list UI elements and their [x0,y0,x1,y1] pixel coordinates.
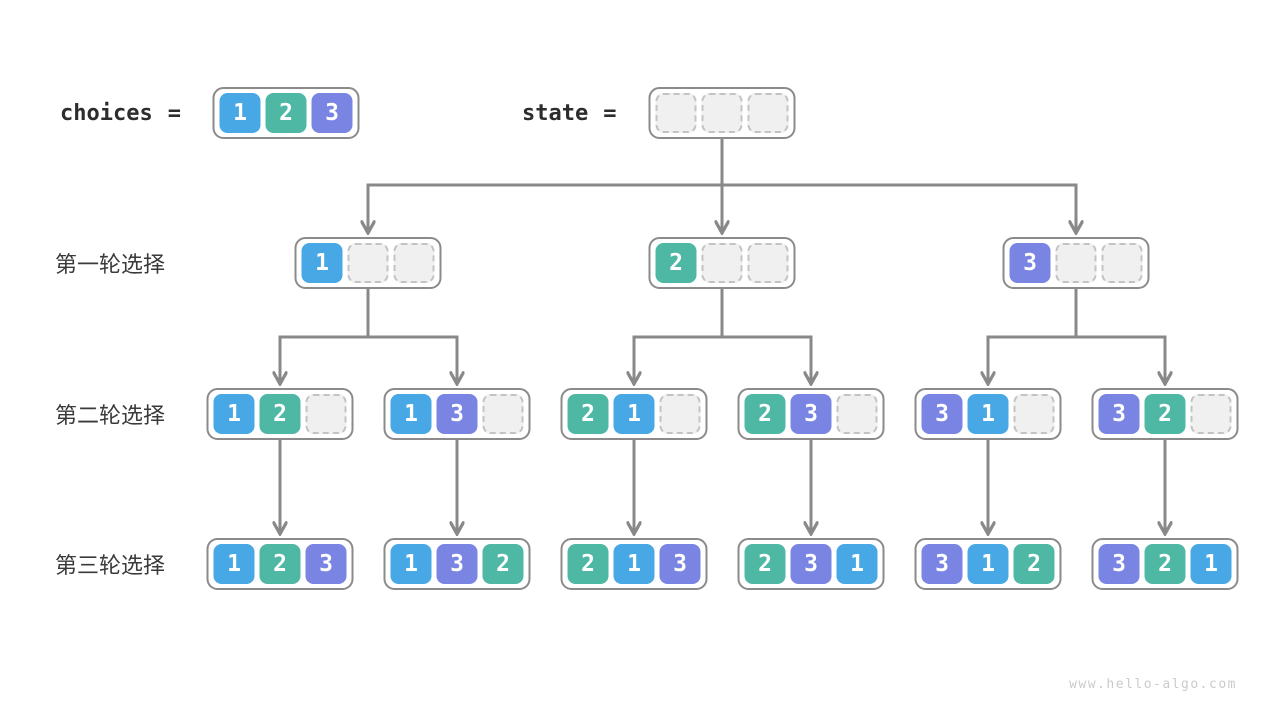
state-label-group: state = [522,87,616,139]
equals-sign: = [167,100,181,126]
empty-slot [747,93,789,133]
value-cell-3: 3 [1098,394,1140,434]
value-cell-2: 2 [567,544,609,584]
value-cell-1: 1 [613,394,655,434]
value-cell-1: 1 [967,394,1009,434]
value-cell-3: 3 [311,93,353,133]
state-array-box [648,87,796,139]
value-cell-1: 1 [390,394,432,434]
empty-slot [1055,243,1097,283]
value-cell-3: 3 [305,544,347,584]
value-cell-1: 1 [1190,544,1232,584]
value-cell-3: 3 [1009,243,1051,283]
value-cell-2: 2 [567,394,609,434]
watermark: www.hello-algo.com [1069,677,1237,692]
value-cell-1: 1 [613,544,655,584]
value-cell-2: 2 [265,93,307,133]
empty-slot [747,243,789,283]
value-cell-2: 2 [1144,544,1186,584]
value-cell-1: 1 [213,394,255,434]
value-cell-2: 2 [1013,544,1055,584]
row-label-round-3: 第三轮选择 [55,554,166,579]
choices-keyword: choices [60,100,153,126]
value-cell-1: 1 [219,93,261,133]
value-cell-2: 2 [744,394,786,434]
value-cell-1: 1 [390,544,432,584]
value-cell-3: 3 [1098,544,1140,584]
empty-slot [1013,394,1055,434]
value-cell-3: 3 [921,544,963,584]
equals-sign: = [603,100,617,126]
empty-slot [836,394,878,434]
empty-slot [393,243,435,283]
value-cell-2: 2 [744,544,786,584]
choices-label-group: choices = [60,87,181,139]
row-label-round-2: 第二轮选择 [55,404,166,429]
value-cell-3: 3 [659,544,701,584]
value-cell-2: 2 [259,394,301,434]
empty-slot [655,93,697,133]
empty-slot [305,394,347,434]
value-cell-1: 1 [836,544,878,584]
value-cell-2: 2 [482,544,524,584]
value-cell-2: 2 [655,243,697,283]
value-cell-3: 3 [921,394,963,434]
value-cell-3: 3 [436,394,478,434]
empty-slot [1190,394,1232,434]
value-cell-3: 3 [790,544,832,584]
value-cell-3: 3 [790,394,832,434]
value-cell-1: 1 [213,544,255,584]
tree-node-round1: 1 [294,237,442,289]
tree-node-round1: 3 [1002,237,1150,289]
state-keyword: state [522,100,589,126]
empty-slot [347,243,389,283]
value-cell-2: 2 [259,544,301,584]
value-cell-3: 3 [436,544,478,584]
value-cell-1: 1 [967,544,1009,584]
empty-slot [482,394,524,434]
value-cell-1: 1 [301,243,343,283]
value-cell-2: 2 [1144,394,1186,434]
empty-slot [701,243,743,283]
row-label-round-1: 第一轮选择 [55,253,166,278]
empty-slot [1101,243,1143,283]
empty-slot [659,394,701,434]
tree-node-round1: 2 [648,237,796,289]
empty-slot [701,93,743,133]
